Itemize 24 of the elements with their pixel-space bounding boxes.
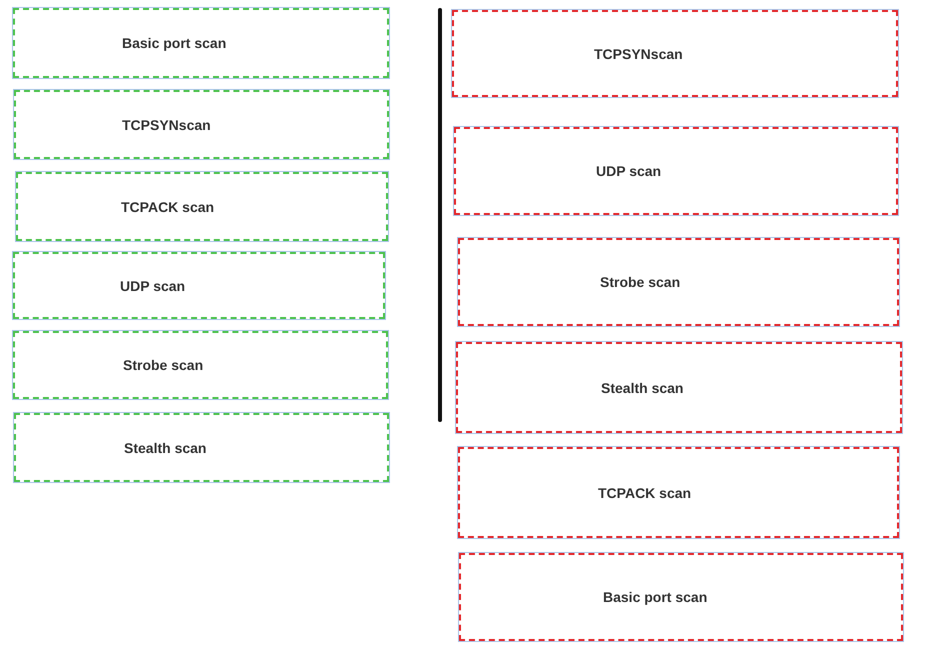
- answer-box: [458, 238, 899, 326]
- option-label: Strobe scan: [123, 357, 204, 373]
- option-label: Basic port scan: [603, 589, 708, 605]
- option-label: Stealth scan: [601, 380, 684, 396]
- answer-box: [13, 8, 389, 78]
- option-label: UDP scan: [120, 278, 186, 294]
- option-label: TCPACK scan: [121, 198, 214, 214]
- option-label: TCPSYNscan: [594, 46, 683, 62]
- answer-box: [14, 413, 389, 482]
- option-label: Basic port scan: [122, 35, 226, 51]
- option-label: Strobe scan: [600, 274, 680, 290]
- answer-box: [456, 342, 902, 433]
- answer-box: [13, 252, 385, 319]
- answer-box: [13, 331, 388, 399]
- option-label: TCPACK scan: [598, 484, 692, 500]
- answer-box: [14, 90, 389, 159]
- answer-box: [452, 10, 898, 97]
- option-label: TCPSYNscan: [122, 116, 211, 132]
- answer-box: [459, 553, 903, 641]
- answer-box: [458, 447, 899, 538]
- answer-box: [454, 127, 898, 215]
- option-label: UDP scan: [596, 163, 662, 179]
- answer-box: [16, 172, 388, 241]
- option-label: Stealth scan: [124, 440, 206, 456]
